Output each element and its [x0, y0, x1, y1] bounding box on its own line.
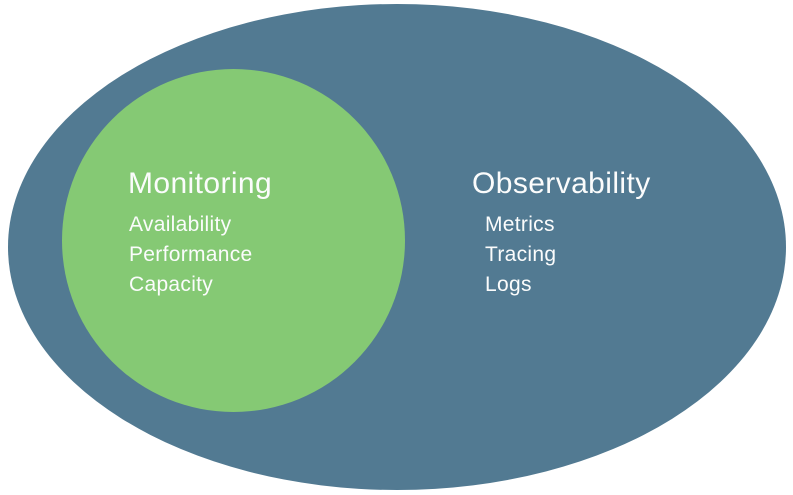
- monitoring-circle: [62, 69, 405, 412]
- monitoring-label-group: Monitoring Availability Performance Capa…: [128, 167, 272, 300]
- monitoring-set-title: Monitoring: [128, 167, 273, 200]
- observability-label-group: Observability Metrics Tracing Logs: [472, 167, 651, 300]
- monitoring-item-capacity: Capacity: [129, 273, 214, 296]
- observability-item-logs: Logs: [485, 273, 532, 296]
- monitoring-item-performance: Performance: [129, 243, 253, 266]
- monitoring-item-availability: Availability: [129, 213, 232, 236]
- observability-item-tracing: Tracing: [485, 243, 557, 266]
- monitoring-item-list: Availability Performance Capacity: [129, 210, 272, 300]
- observability-item-list: Metrics Tracing Logs: [485, 210, 651, 300]
- observability-set-title: Observability: [472, 167, 651, 200]
- observability-item-metrics: Metrics: [485, 213, 555, 236]
